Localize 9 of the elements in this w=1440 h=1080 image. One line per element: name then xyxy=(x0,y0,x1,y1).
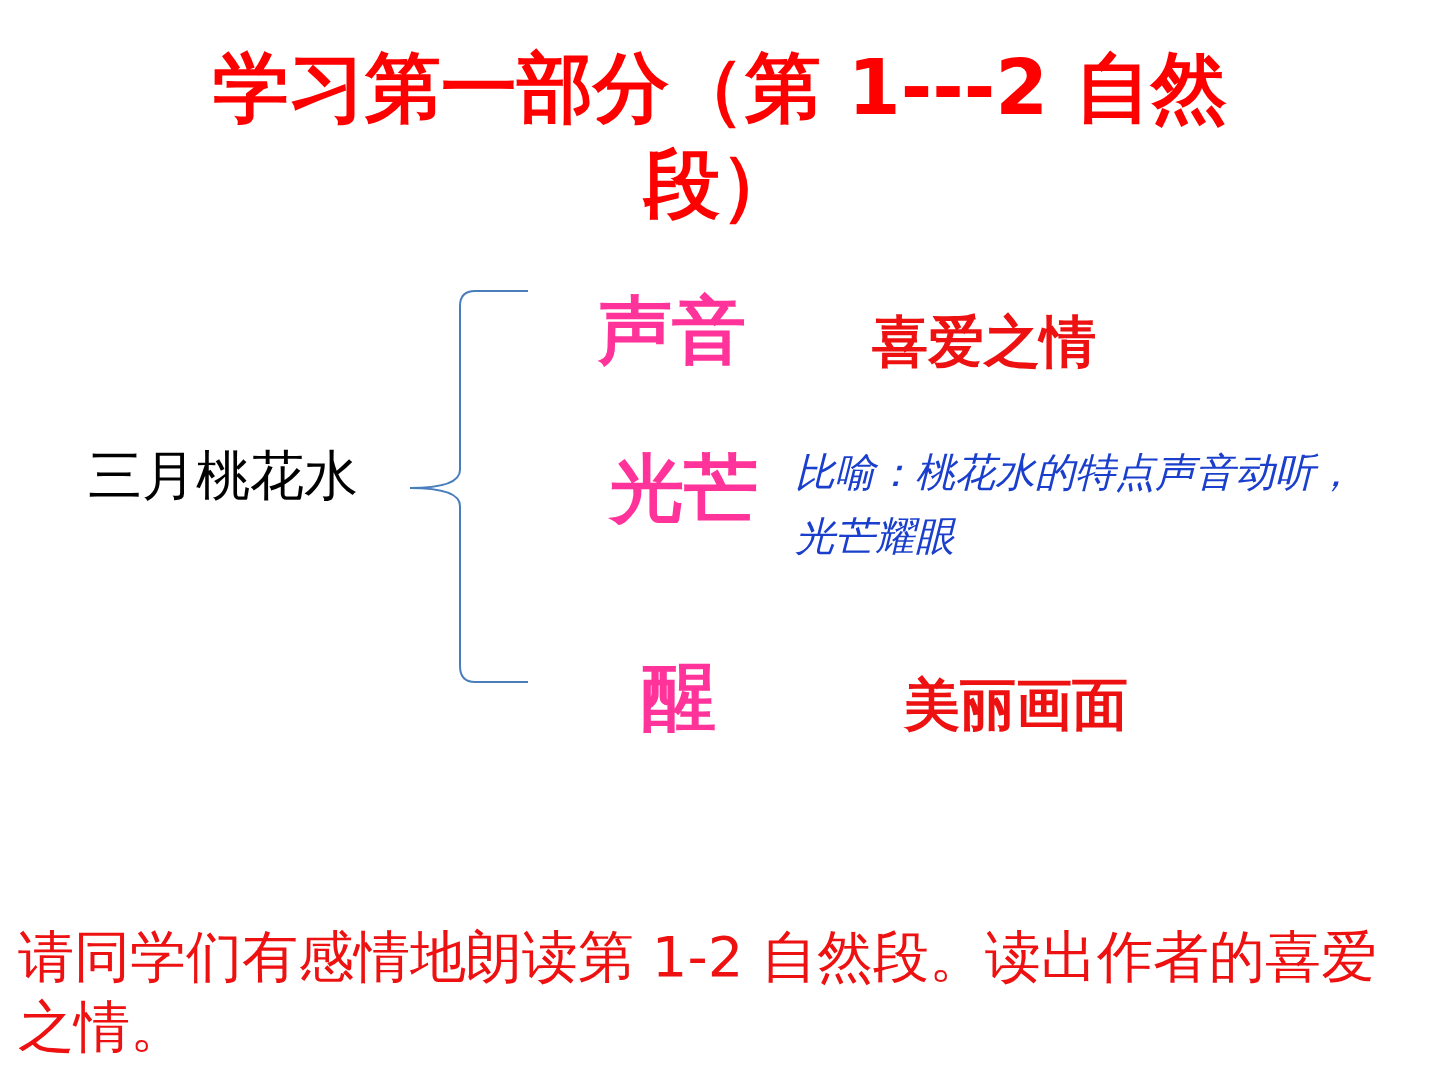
emotion-note: 喜爱之情 xyxy=(872,308,1096,376)
emotion-note: 美丽画面 xyxy=(904,671,1128,739)
topic-heading: 声音 xyxy=(598,286,746,375)
slide-title: 学习第一部分（第 1---2 自然段） xyxy=(212,42,1228,230)
topic-heading: 光芒 xyxy=(610,444,758,533)
central-topic: 三月桃花水 xyxy=(88,443,358,509)
instruction-text: 请同学们有感情地朗读第 1-2 自然段。读出作者的喜爱之情。 xyxy=(18,923,1379,1061)
handwritten-note: 比喻：桃花水的特点声音动听，光芒耀眼 xyxy=(795,448,1355,561)
topic-heading: 醒 xyxy=(642,652,716,741)
